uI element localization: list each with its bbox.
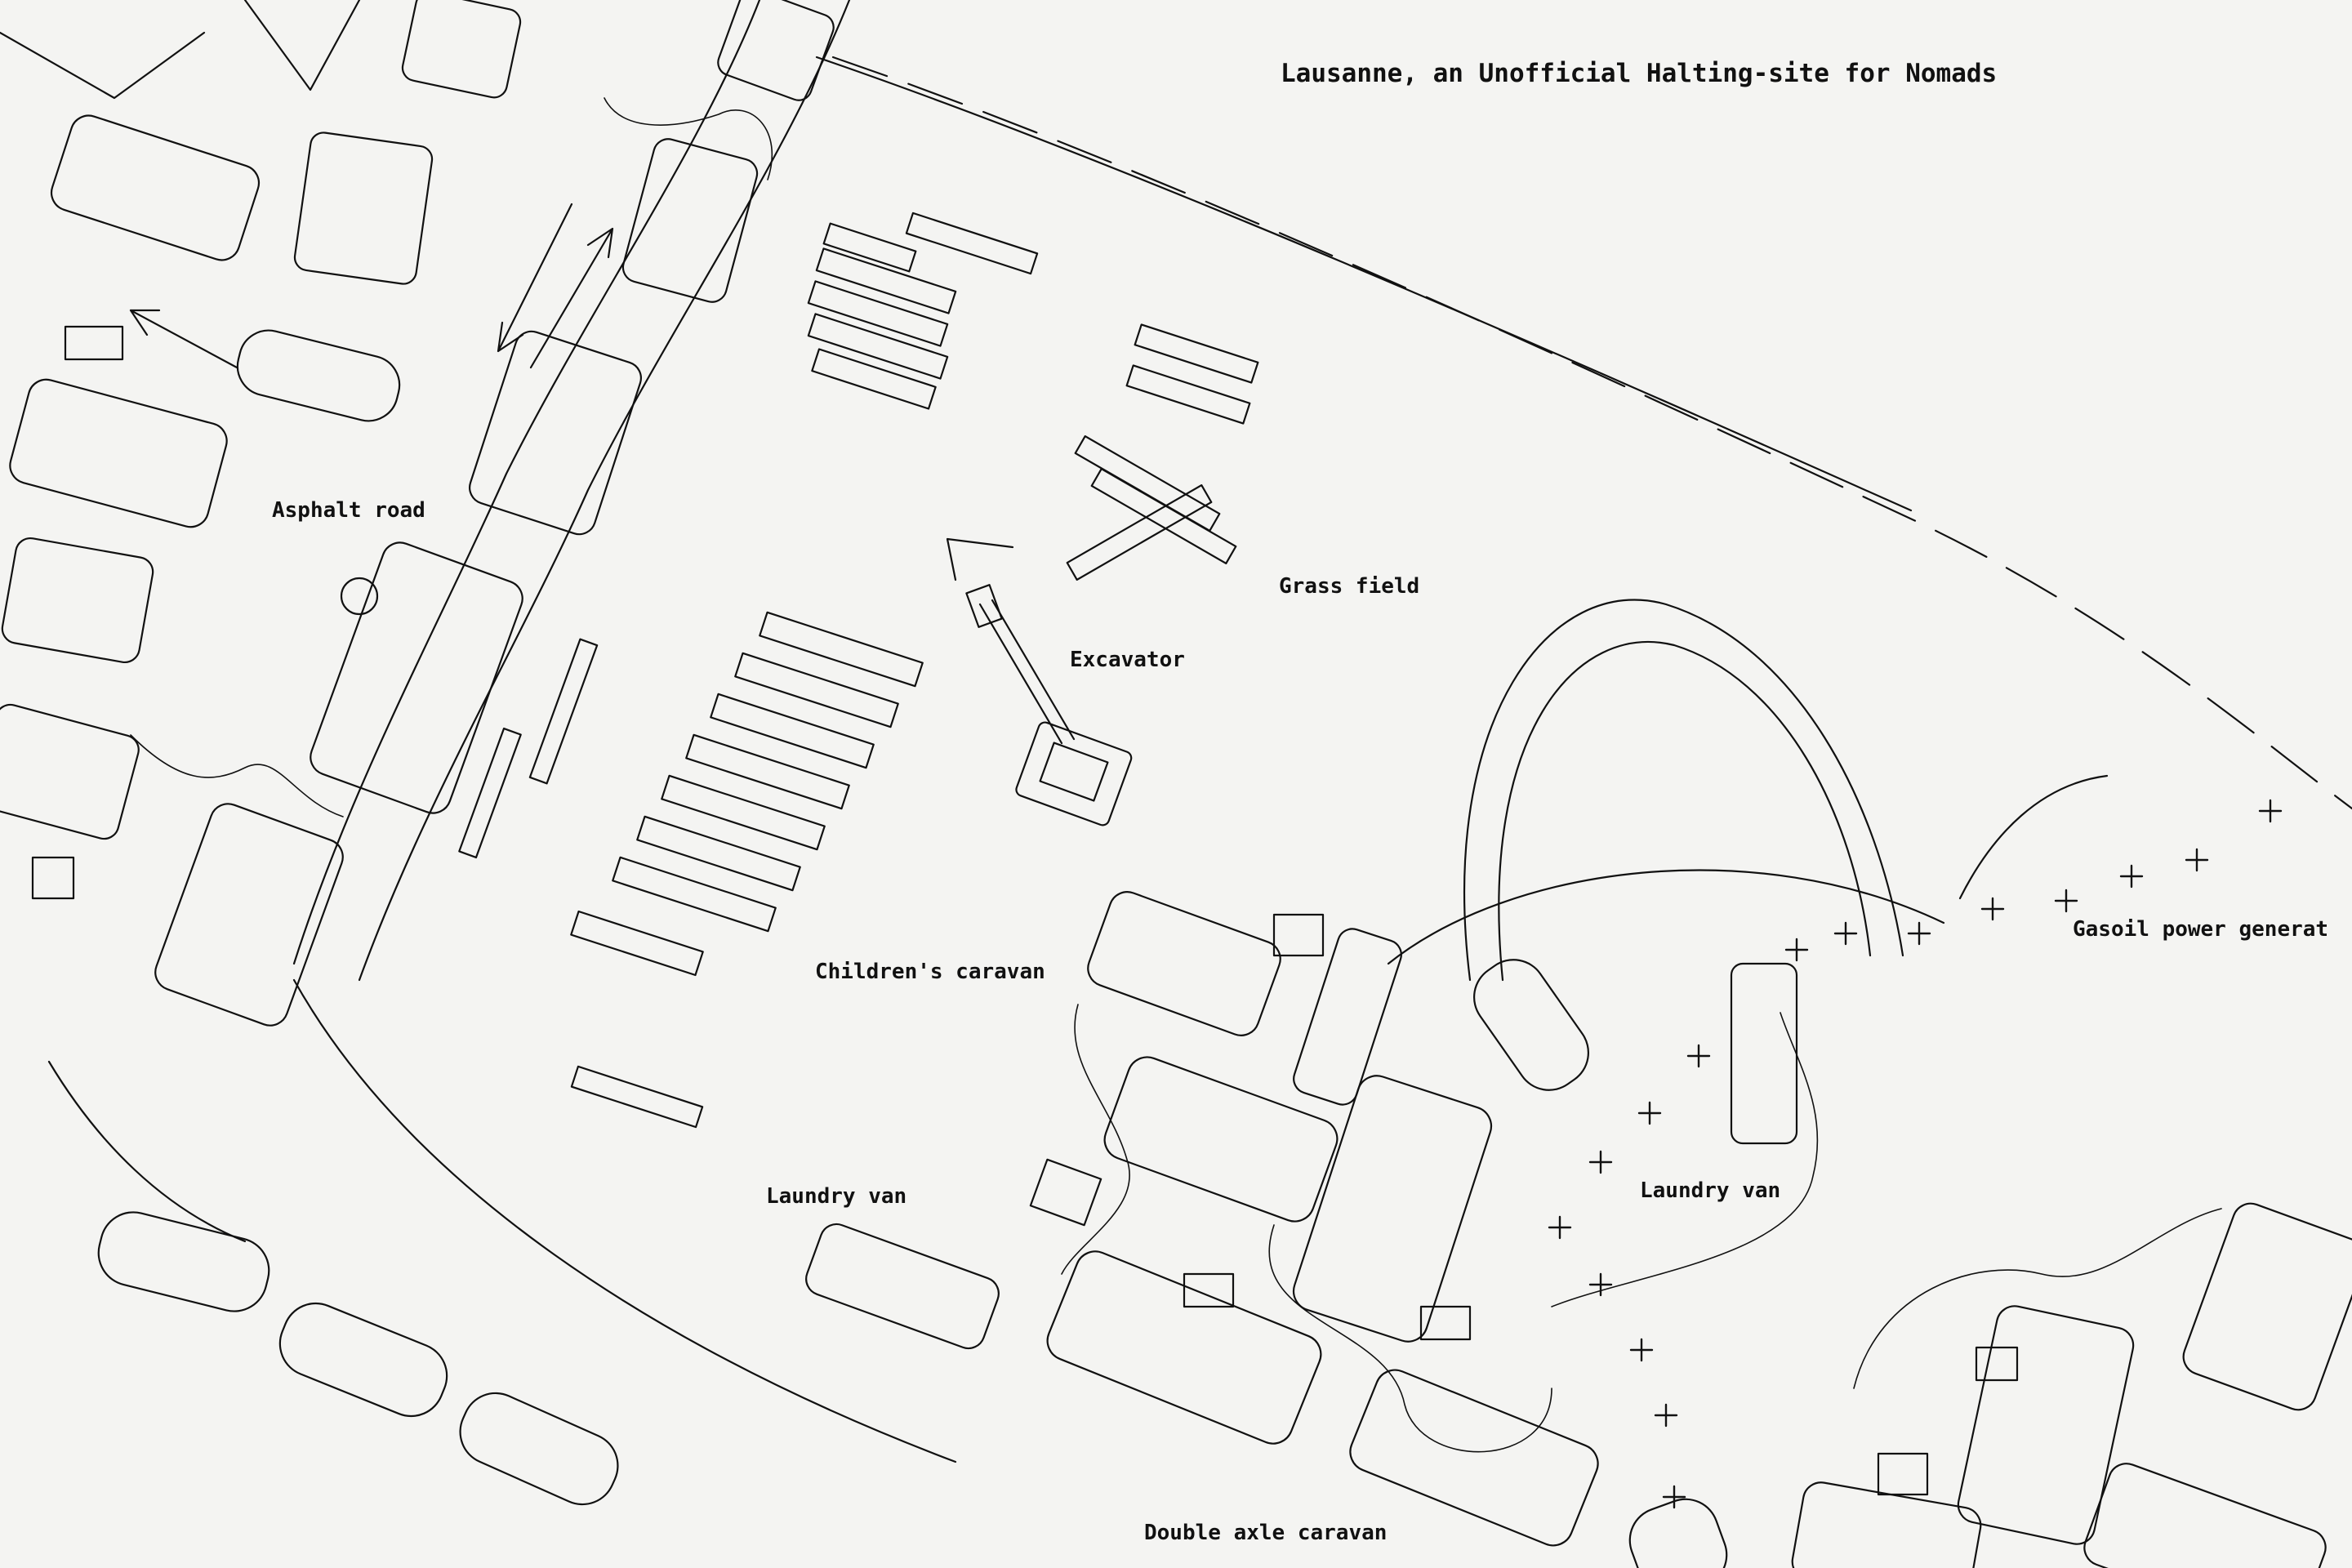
label-childrens-caravan: Children's caravan [815,960,1045,984]
label-double-axle-caravan: Double axle caravan [1144,1521,1388,1545]
tyre-tracks [1387,599,2109,982]
plank-stacks [458,212,1259,1129]
label-asphalt-road: Asphalt road [272,498,425,523]
caravans-bottom-right [1628,1202,2352,1568]
excavator-shape [965,584,1133,826]
building-outline [0,0,361,100]
label-laundry-van-right: Laundry van [1640,1178,1781,1203]
caravans-road-side [0,0,835,1027]
generator-markers [1548,799,2283,1509]
site-boundary-fence [815,56,2352,810]
page-title: Lausanne, an Unofficial Halting-site for… [1281,59,1998,88]
label-laundry-van-left: Laundry van [766,1184,907,1209]
caravans-central-cluster [805,891,1798,1547]
label-gasoil-generator: Gasoil power generat [2073,917,2329,942]
asphalt-road [292,0,851,982]
label-grass-field: Grass field [1279,574,1420,599]
ancillary-boxes [31,325,2019,1496]
power-cables [130,97,2222,1453]
label-excavator: Excavator [1070,648,1185,672]
direction-arrows [129,203,1014,581]
parked-cars [97,329,619,1506]
perimeter-path [47,978,957,1463]
